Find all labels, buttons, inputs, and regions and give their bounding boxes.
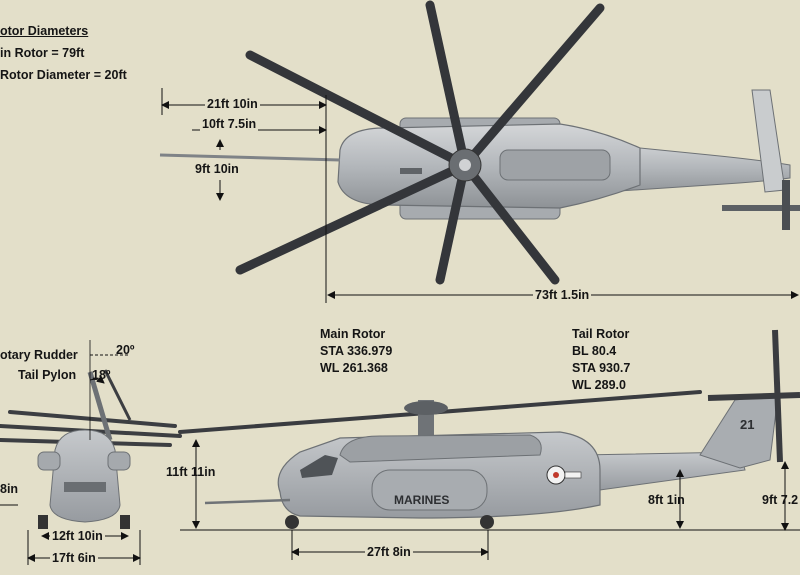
pylon-label: Tail Pylon (18, 368, 77, 382)
legend-tail-rotor: Rotor Diameter = 20ft (0, 68, 127, 82)
top-tail-rotor-hub (782, 180, 790, 230)
front-fuselage (49, 429, 121, 523)
dim-label-8ft1: 8ft 1in (648, 493, 685, 507)
tail-rotor-sta: STA 930.7 (572, 361, 631, 375)
side-cockpit-window (300, 455, 338, 478)
dim-label-front-left: 8in (0, 482, 19, 496)
dim-label-12ft: 12ft 10in (50, 529, 105, 543)
side-refuel-probe (204, 498, 291, 505)
angle-18-label: 18º (92, 368, 111, 382)
dim-label-73ft: 73ft 1.5in (533, 288, 592, 302)
tail-number: 21 (740, 417, 755, 432)
side-vertical-tail (699, 394, 779, 469)
tail-rotor-wl: WL 289.0 (572, 378, 626, 392)
side-view (178, 329, 800, 560)
front-angle-arc (89, 375, 105, 384)
top-view (159, 0, 800, 303)
top-stabilizer (722, 205, 800, 211)
legend-main-rotor: in Rotor = 79ft (0, 46, 85, 60)
main-rotor-wl: WL 261.368 (320, 361, 388, 375)
tail-rotor-bl: BL 80.4 (572, 344, 617, 358)
front-nose-window (64, 482, 106, 492)
side-wheel-main (480, 515, 494, 529)
top-engine-fairing (499, 149, 611, 181)
side-wheel-front (285, 515, 299, 529)
tail-rotor-title: Tail Rotor (572, 327, 630, 341)
dim-label-27ft: 27ft 8in (365, 545, 413, 559)
dim-label-9ft: 9ft 10in (195, 162, 239, 176)
side-engine-housing (339, 434, 542, 463)
front-sponson-right (107, 451, 131, 471)
front-tail-pylon (87, 371, 113, 441)
front-tail-rotor-blade (103, 369, 132, 421)
top-main-rotor-blades (235, 0, 605, 285)
main-rotor-sta: STA 336.979 (320, 344, 393, 358)
angle-20-label: 20º (116, 343, 135, 357)
side-rotor-head (404, 401, 448, 415)
dim-label-17ft: 17ft 6in (50, 551, 98, 565)
marines-marking: MARINES (394, 493, 450, 507)
side-insignia-bar (564, 471, 582, 479)
front-wheel-left (38, 515, 48, 529)
rudder-label: otary Rudder (0, 348, 78, 362)
front-wheel-right (120, 515, 130, 529)
main-rotor-title: Main Rotor (320, 327, 386, 341)
front-sponson-left (37, 451, 61, 471)
legend-title: otor Diameters (0, 24, 89, 38)
dim-label-9ft7: 9ft 7.2 (762, 493, 799, 507)
side-sponson (371, 469, 488, 511)
side-insignia-center (553, 472, 559, 478)
top-refuel-probe (159, 153, 341, 162)
side-tail-rotor-horizontal (707, 392, 800, 401)
dim-label-21ft: 21ft 10in (205, 97, 260, 111)
dim-label-10ft: 10ft 7.5in (200, 117, 259, 131)
dim-label-11ft: 11ft 11in (166, 465, 216, 479)
top-fuselage-window (400, 168, 422, 174)
top-rotor-hub-center (459, 159, 471, 171)
